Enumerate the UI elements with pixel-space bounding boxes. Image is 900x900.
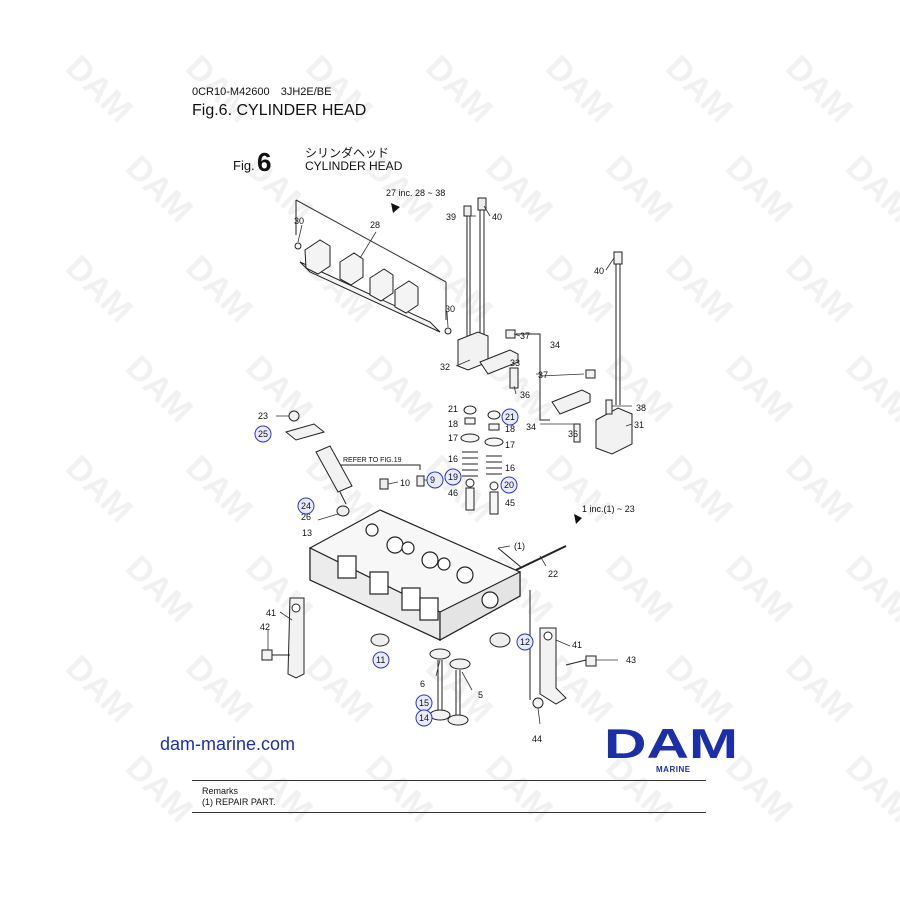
lifting-eye-right (532, 627, 597, 709)
callout-19-circled: 19 (448, 472, 458, 482)
callout-24-circled: 24 (301, 501, 311, 511)
callout-23: 23 (258, 411, 268, 421)
divider-top (192, 780, 706, 781)
callout-20-circled: 20 (504, 480, 514, 490)
callout-43: 43 (626, 655, 636, 665)
callout-circle (426, 471, 444, 489)
callout-30: 30 (445, 304, 455, 314)
rocker-support-31 (551, 251, 633, 455)
lifting-eye-left (261, 597, 305, 679)
callout-circle (415, 709, 433, 727)
valve-train-left (460, 405, 480, 511)
callout-circle (297, 497, 315, 515)
note-refer-fig: REFER TO FIG.19 (343, 457, 402, 464)
brand-name: DAM (604, 724, 738, 762)
document-code: 0CR10-M42600 3JH2E/BE (192, 86, 339, 98)
valve-train-right (484, 410, 504, 515)
site-url[interactable]: dam-marine.com (160, 734, 296, 754)
fig-number: 6 (257, 147, 271, 177)
dam-logo-icon: DAM (604, 724, 738, 762)
engine-model: 3JH2E/BE (280, 86, 332, 98)
fig-title-jp: シリンダヘッド (305, 145, 389, 160)
callout-22: 22 (548, 569, 558, 579)
callout-40: 40 (594, 266, 604, 276)
callout-6: 6 (420, 679, 425, 689)
callout-circle (516, 633, 534, 651)
callout-34: 34 (550, 340, 560, 350)
cylinder-head-body (309, 509, 521, 642)
callout-5: 5 (478, 690, 483, 700)
callout-42: 42 (260, 622, 270, 632)
callout-circle (372, 651, 390, 669)
callout-10: 10 (400, 478, 410, 488)
callout-17: 17 (505, 440, 515, 450)
part-code: 0CR10-M42600 (192, 86, 270, 98)
callout-37: 37 (520, 331, 530, 341)
callout-11-circled: 11 (376, 655, 385, 665)
note-assembly-1: 1 inc.(1) ~ 23 (582, 504, 635, 514)
rocker-shaft-assembly (294, 199, 452, 335)
callout-28: 28 (370, 220, 380, 230)
callout-15-circled: 15 (419, 698, 429, 708)
callout-41: 41 (572, 640, 582, 650)
injector-assembly (284, 410, 353, 505)
callout-25-circled: 25 (258, 429, 268, 439)
callout-circle (444, 468, 462, 486)
callout-30: 30 (294, 216, 304, 226)
brand-subtitle: MARINE (656, 765, 691, 774)
callout-31: 31 (634, 420, 644, 430)
callout-44: 44 (532, 734, 542, 744)
callout-13: 13 (302, 528, 312, 538)
callout-18: 18 (505, 424, 515, 434)
arrow-1-icon (574, 514, 582, 524)
callout-16: 16 (448, 454, 458, 464)
remarks-title: Remarks (202, 786, 239, 796)
callout-38: 38 (636, 403, 646, 413)
callout-39: 39 (446, 212, 456, 222)
callout-34: 34 (526, 422, 536, 432)
callout-40: 40 (492, 212, 502, 222)
callout-18: 18 (448, 419, 458, 429)
brand-logo: DAM MARINE (604, 724, 738, 774)
callout-1: (1) (514, 541, 525, 551)
callout-14-circled: 14 (419, 713, 429, 723)
rocker-support-32 (457, 329, 519, 389)
callout-37: 37 (538, 370, 548, 380)
seal-11 (370, 633, 390, 647)
callout-45: 45 (505, 498, 515, 508)
callout-26: 26 (301, 512, 311, 522)
callout-9-circled: 9 (430, 475, 435, 485)
callout-46: 46 (448, 488, 458, 498)
callout-21: 21 (448, 404, 458, 414)
valves (429, 648, 471, 726)
fig-label: Fig. (233, 158, 255, 173)
callout-16: 16 (505, 463, 515, 473)
callout-41: 41 (266, 608, 276, 618)
callout-36: 36 (520, 390, 530, 400)
callout-32: 32 (440, 362, 450, 372)
page-title: Fig.6. CYLINDER HEAD (192, 102, 367, 119)
fig-title-en: CYLINDER HEAD (305, 159, 403, 173)
arrow-27-icon (391, 203, 400, 213)
head-bolts-39-40 (463, 197, 487, 342)
divider-bottom (192, 812, 706, 813)
callout-circle (254, 425, 272, 443)
callout-36: 36 (568, 429, 578, 439)
callout-17: 17 (448, 433, 458, 443)
callout-circle (500, 476, 518, 494)
remarks-item: (1) REPAIR PART. (202, 797, 276, 807)
seal-12 (489, 632, 511, 648)
callout-21-circled: 21 (505, 412, 515, 422)
callout-33: 33 (510, 358, 520, 368)
callout-circle (501, 408, 519, 426)
callout-12-circled: 12 (520, 637, 530, 647)
note-assembly-27: 27 inc. 28 ~ 38 (386, 188, 445, 198)
